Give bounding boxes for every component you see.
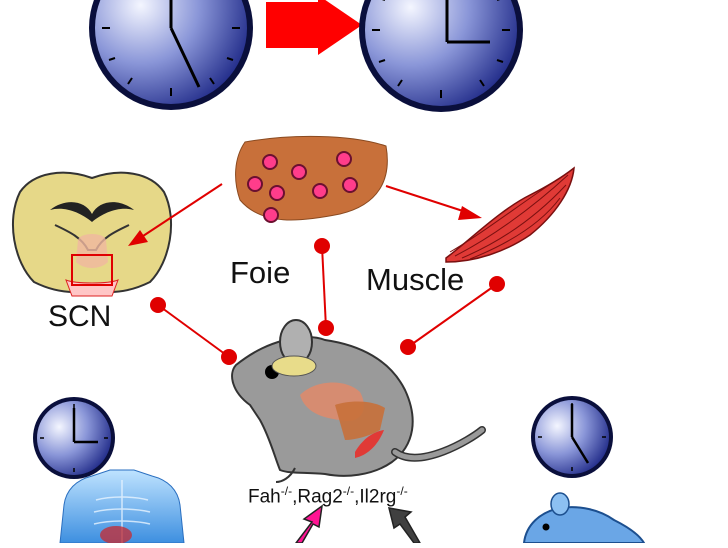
- muscle-icon: [445, 166, 575, 263]
- separator: ,: [354, 486, 360, 508]
- clock-icon: [89, 0, 253, 110]
- liver-icon: [235, 135, 388, 223]
- mouse-icon: [231, 319, 486, 483]
- gene-fah: Fah: [248, 486, 281, 508]
- liver-to-brain-arrow: [128, 183, 223, 246]
- pink-arrow-icon: [294, 504, 323, 544]
- label-scn: SCN: [48, 300, 112, 333]
- blue-mouse-icon: [522, 492, 646, 544]
- connector-lines: [150, 238, 505, 365]
- label-genotype: Fah-/-,Rag2-/-,Il2rg-/-: [248, 484, 408, 508]
- brain-icon: [11, 171, 173, 297]
- gray-arrow-icon: [387, 507, 422, 544]
- human-torso-icon: [59, 469, 185, 544]
- clock-icon: [33, 397, 115, 479]
- label-muscle: Muscle: [366, 262, 465, 297]
- clock-icon: [359, 0, 523, 112]
- gene-il2rg: Il2rg: [359, 486, 397, 508]
- knockout-mark-fah: -/-: [280, 484, 293, 498]
- separator: ,: [292, 486, 298, 508]
- gene-rag2: Rag2: [297, 486, 343, 508]
- knockout-mark-rag2: -/-: [342, 484, 355, 498]
- red-arrow-icon: [266, 0, 362, 55]
- knockout-mark-il2rg: -/-: [396, 484, 408, 498]
- label-foie: Foie: [230, 255, 291, 290]
- liver-to-muscle-arrow: [385, 185, 482, 220]
- clock-icon: [531, 396, 613, 478]
